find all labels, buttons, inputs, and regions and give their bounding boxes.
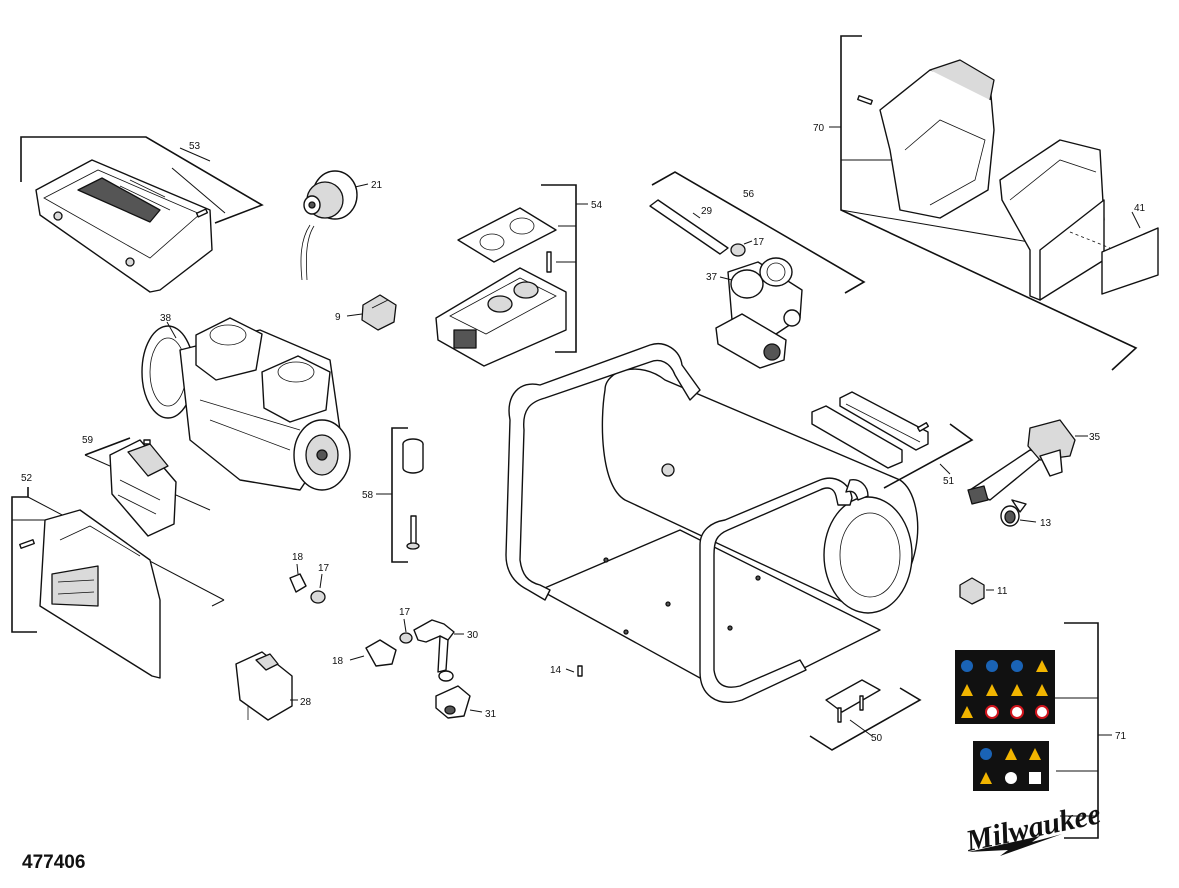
part-30-tube-assembly [349,618,483,719]
callout-70: 70 [813,123,825,134]
warning-triangle-icon [1005,748,1017,760]
callout-21: 21 [371,180,383,191]
part-51-rail [811,391,974,489]
document-number: 477406 [22,852,85,873]
callout-37: 37 [706,272,718,283]
warning-triangle-icon [980,772,992,784]
callout-28: 28 [300,697,312,708]
callout-52: 52 [21,473,33,484]
prohibition-icon [1035,705,1049,719]
warning-triangle-icon [1029,748,1041,760]
callout-30: 30 [467,630,479,641]
callout-35: 35 [1089,432,1101,443]
callout-11: 11 [997,586,1008,597]
callout-54: 54 [591,200,603,211]
part-70-handle-brackets [829,35,1138,371]
part-71-warning-labels: Milwaukee [955,622,1112,858]
callout-14: 14 [550,665,562,676]
callout-31: 31 [485,709,497,720]
part-35-pressure-switch [967,419,1088,505]
callout-38: 38 [160,313,172,324]
mandatory-read-manual-icon [980,748,992,760]
warning-triangle-icon [986,684,998,696]
part-53-top-shroud [20,136,264,293]
part-18-17-fittings-left [289,563,326,604]
warning-triangle-icon [961,684,973,696]
warning-triangle-icon [1036,684,1048,696]
part-50-bracket [809,679,922,751]
mandatory-read-manual-icon [961,660,973,672]
tank-and-roll-cage [505,343,919,703]
callout-59: 59 [82,435,94,446]
part-13-clamp [1000,499,1037,527]
callout-56: 56 [743,189,755,200]
warning-triangle-icon [1036,660,1048,672]
part-56-regulator-assembly [649,171,866,369]
callout-labels: 53 21 54 56 29 17 37 70 41 9 38 59 52 58… [21,123,1146,744]
callout-53: 53 [189,141,201,152]
mandatory-eye-protection-icon [986,660,998,672]
part-54-manifold-base [435,184,588,367]
callout-13: 13 [1040,518,1052,529]
part-52-side-panel [11,487,225,679]
prohibition-icon [985,705,999,719]
callout-17: 17 [753,237,765,248]
mandatory-ear-protection-icon [1011,660,1023,672]
part-21-intake-filter [300,170,369,281]
part-41-label [1069,211,1159,295]
callout-71: 71 [1115,731,1127,742]
warning-label-large [955,650,1055,724]
part-58-foot-and-screw [376,427,424,563]
part-38-compressor-pump [141,317,351,491]
callout-18: 18 [332,656,344,667]
hazard-icon [1029,772,1041,784]
callout-17: 17 [399,607,411,618]
callout-18: 18 [292,552,304,563]
callout-51: 51 [943,476,955,487]
callout-50: 50 [871,733,883,744]
callout-29: 29 [701,206,713,217]
milwaukee-lightning-icon [968,834,1062,856]
part-59-circuit-board [84,437,211,537]
part-11-cap [959,577,994,605]
callout-9: 9 [335,312,341,323]
callout-41: 41 [1134,203,1146,214]
part-14-screw [565,665,583,677]
warning-label-small [973,741,1049,791]
callout-17: 17 [318,563,330,574]
callout-58: 58 [362,490,374,501]
prohibition-icon [1010,705,1024,719]
warning-triangle-icon [961,706,973,718]
milwaukee-logo-decal: Milwaukee [962,797,1104,858]
part-28-solenoid [235,651,298,721]
part-9-switch [346,294,397,331]
warning-triangle-icon [1011,684,1023,696]
hazard-icon [1005,772,1017,784]
